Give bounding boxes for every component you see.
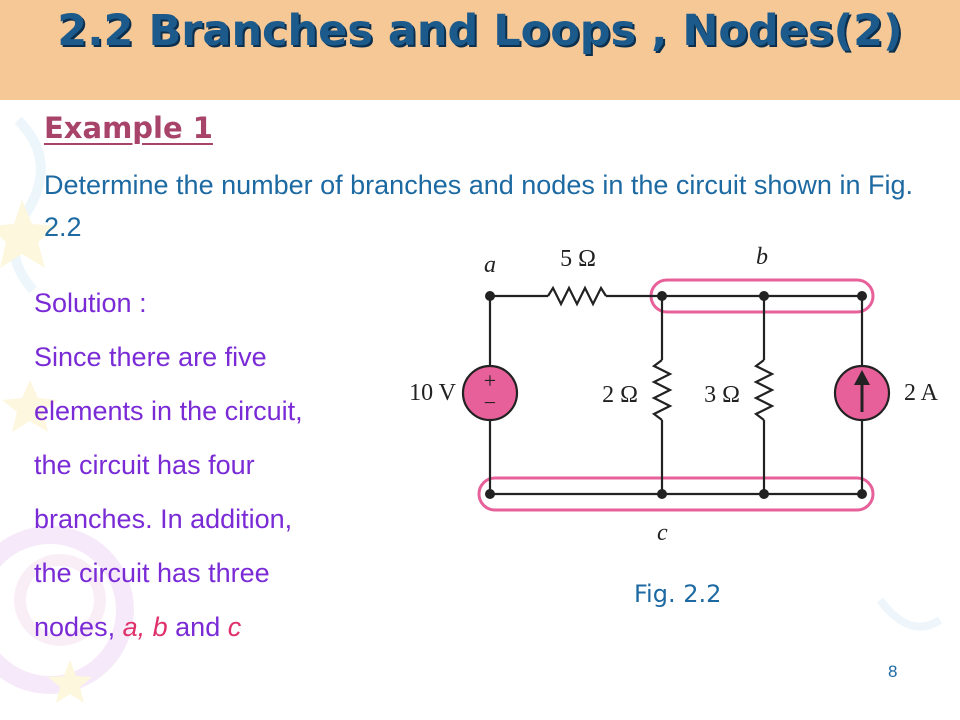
junction-dots [485,291,867,499]
solution-line: the circuit has four [34,450,255,480]
node-ref-b: b [152,612,168,642]
solution-text: Solution : Since there are five elements… [34,276,414,654]
voltage-source-label: 10 V [409,380,457,406]
voltage-plus-sign: + [484,368,496,393]
solution-line: branches. In addition, [34,504,293,534]
node-label-a: a [484,252,496,278]
page-number: 8 [888,662,898,681]
node-label-c: c [657,520,668,546]
solution-line: nodes, a, b and c [34,600,414,654]
voltage-minus-sign: − [484,390,496,415]
resistor-label-2ohm: 2 Ω [602,382,638,408]
voltage-source-symbol [461,364,519,422]
solution-text-fragment: and [167,612,228,642]
resistor-label-3ohm: 3 Ω [704,382,740,408]
solution-text-fragment: nodes, [34,612,123,642]
current-arrow-icon [854,370,870,412]
circuit-diagram: + − a b c 5 Ω 2 Ω 3 Ω 10 V 2 A [409,244,939,546]
slide-title: 2.2 Branches and Loops , Nodes(2) [57,6,903,56]
solution-line: Solution : [34,288,147,318]
node-ref-a: a, [122,612,146,642]
current-source-label: 2 A [904,380,939,406]
example-heading: Example 1 [44,111,213,145]
circuit-wires [488,285,864,496]
node-c-highlight [477,476,875,512]
problem-statement: Determine the number of branches and nod… [44,170,913,242]
figure-caption: Fig. 2.2 [634,580,722,608]
solution-line: elements in the circuit, [34,396,303,426]
resistor-label-5ohm: 5 Ω [560,246,596,272]
solution-line: the circuit has three [34,558,270,588]
solution-line: Since there are five [34,342,267,372]
header-band [0,0,960,100]
node-ref-c: c [227,612,242,642]
node-label-b: b [756,244,768,270]
